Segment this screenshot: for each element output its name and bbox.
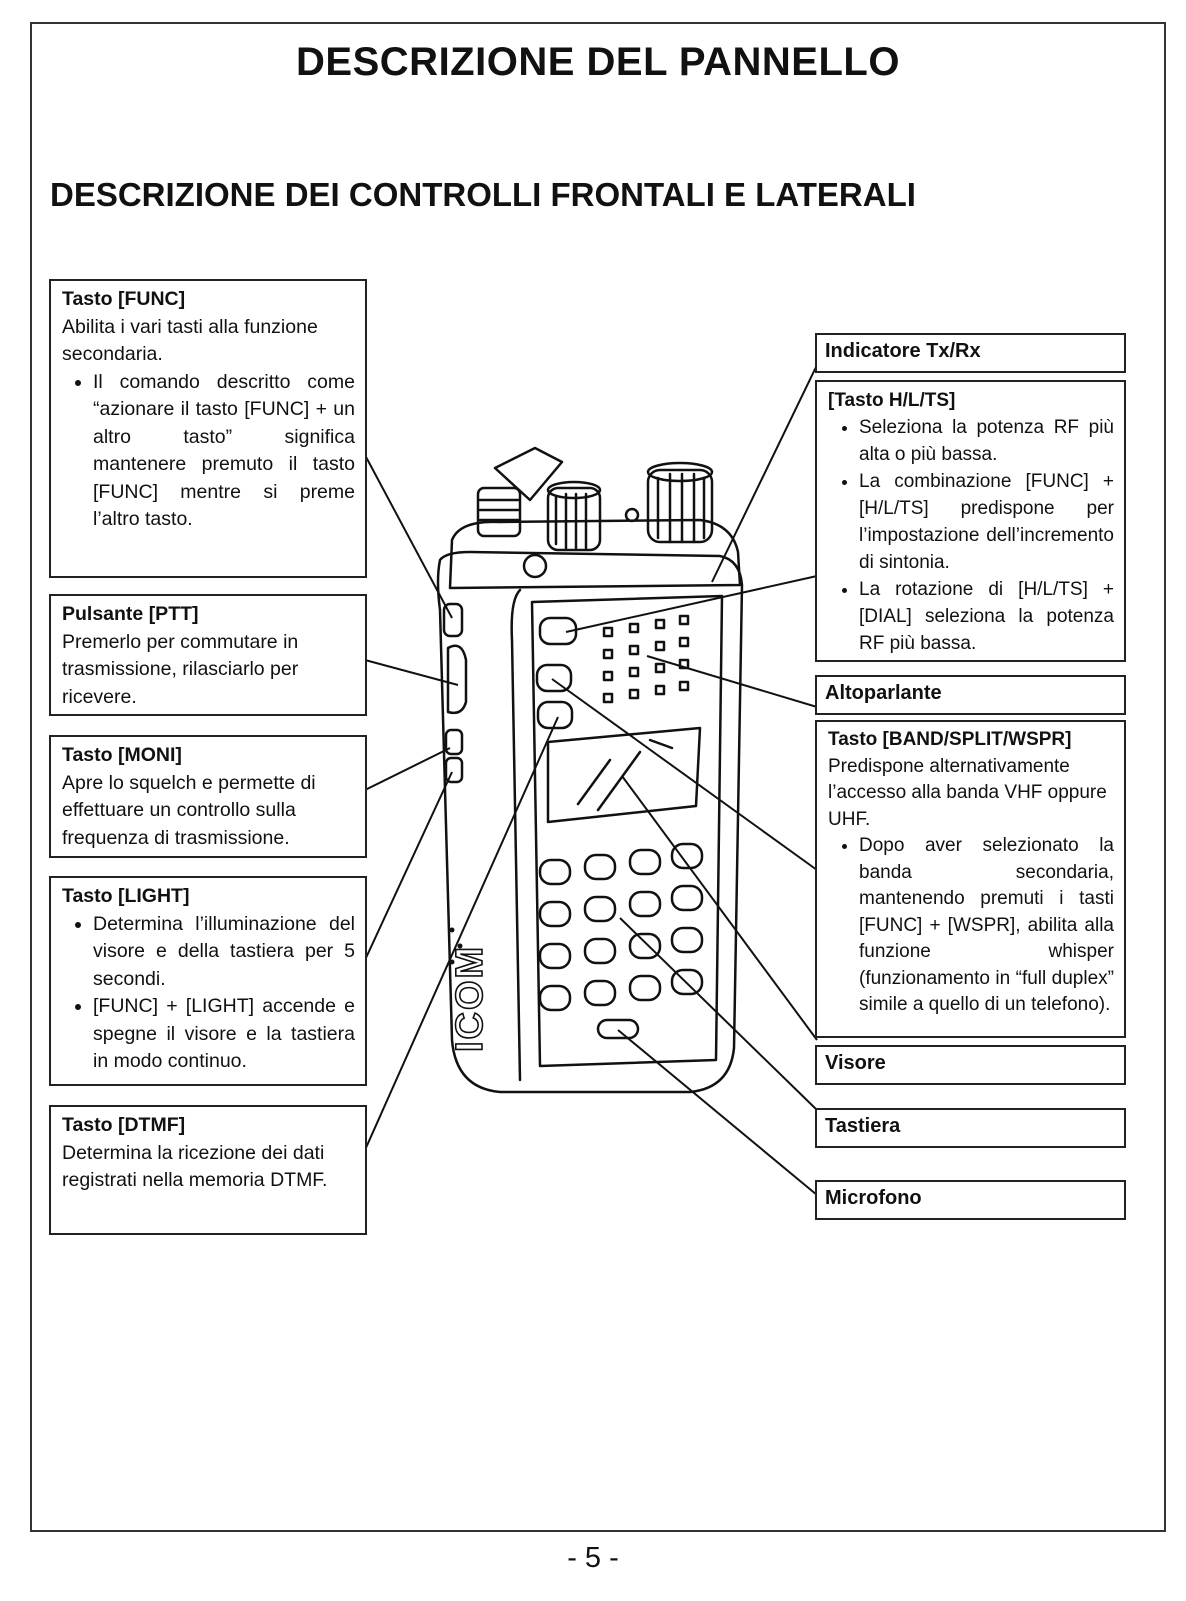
func-key-bullet: Il comando descritto come “azionare il t… — [93, 369, 355, 534]
moni-key-box: Tasto [MONI] Apre lo squelch e permette … — [49, 735, 367, 858]
dtmf-key-box: Tasto [DTMF] Determina la ricezione dei … — [49, 1105, 367, 1235]
txrx-indicator-label: Indicatore Tx/Rx — [815, 333, 1126, 373]
ptt-button-title: Pulsante [PTT] — [62, 603, 199, 625]
func-key-text: Abilita i vari tasti alla funzione secon… — [62, 315, 318, 366]
display-label: Visore — [815, 1045, 1126, 1085]
hlts-key-box: [Tasto H/L/TS] Seleziona la potenza RF p… — [815, 380, 1126, 662]
band-key-text: Predispone alternativamente l’accesso al… — [828, 755, 1107, 830]
page-title: DESCRIZIONE DEL PANNELLO — [296, 40, 900, 84]
dtmf-key-text: Determina la ricezione dei dati registra… — [62, 1141, 328, 1192]
page-frame — [30, 22, 1166, 1532]
speaker-label: Altoparlante — [815, 675, 1126, 715]
light-key-bullet: Determina l’illuminazione del visore e d… — [93, 911, 355, 994]
hlts-key-bullet: Seleziona la potenza RF più alta o più b… — [859, 414, 1114, 468]
hlts-key-title: [Tasto H/L/TS] — [828, 390, 956, 411]
hlts-key-bullet: La combinazione [FUNC] + [H/L/TS] predis… — [859, 468, 1114, 576]
microphone-label: Microfono — [815, 1180, 1126, 1220]
dtmf-key-title: Tasto [DTMF] — [62, 1114, 186, 1136]
light-key-bullet: [FUNC] + [LIGHT] accende e spegne il vis… — [93, 993, 355, 1076]
band-key-title: Tasto [BAND/SPLIT/WSPR] — [828, 729, 1072, 750]
ptt-button-box: Pulsante [PTT] Premerlo per commutare in… — [49, 594, 367, 716]
section-title: DESCRIZIONE DEI CONTROLLI FRONTALI E LAT… — [50, 176, 916, 213]
band-key-bullet: Dopo aver selezionato la banda secondari… — [859, 833, 1114, 1019]
hlts-key-bullet: La rotazione di [H/L/TS] + [DIAL] selezi… — [859, 576, 1114, 657]
band-key-box: Tasto [BAND/SPLIT/WSPR] Predispone alter… — [815, 720, 1126, 1038]
moni-key-title: Tasto [MONI] — [62, 744, 182, 766]
func-key-title: Tasto [FUNC] — [62, 288, 186, 310]
ptt-button-text: Premerlo per commutare in trasmissione, … — [62, 630, 299, 708]
moni-key-text: Apre lo squelch e permette di effettuare… — [62, 771, 316, 849]
func-key-box: Tasto [FUNC] Abilita i vari tasti alla f… — [49, 279, 367, 578]
keypad-label: Tastiera — [815, 1108, 1126, 1148]
light-key-title: Tasto [LIGHT] — [62, 885, 190, 907]
light-key-box: Tasto [LIGHT] Determina l’illuminazione … — [49, 876, 367, 1086]
page-number: - 5 - — [567, 1542, 619, 1574]
